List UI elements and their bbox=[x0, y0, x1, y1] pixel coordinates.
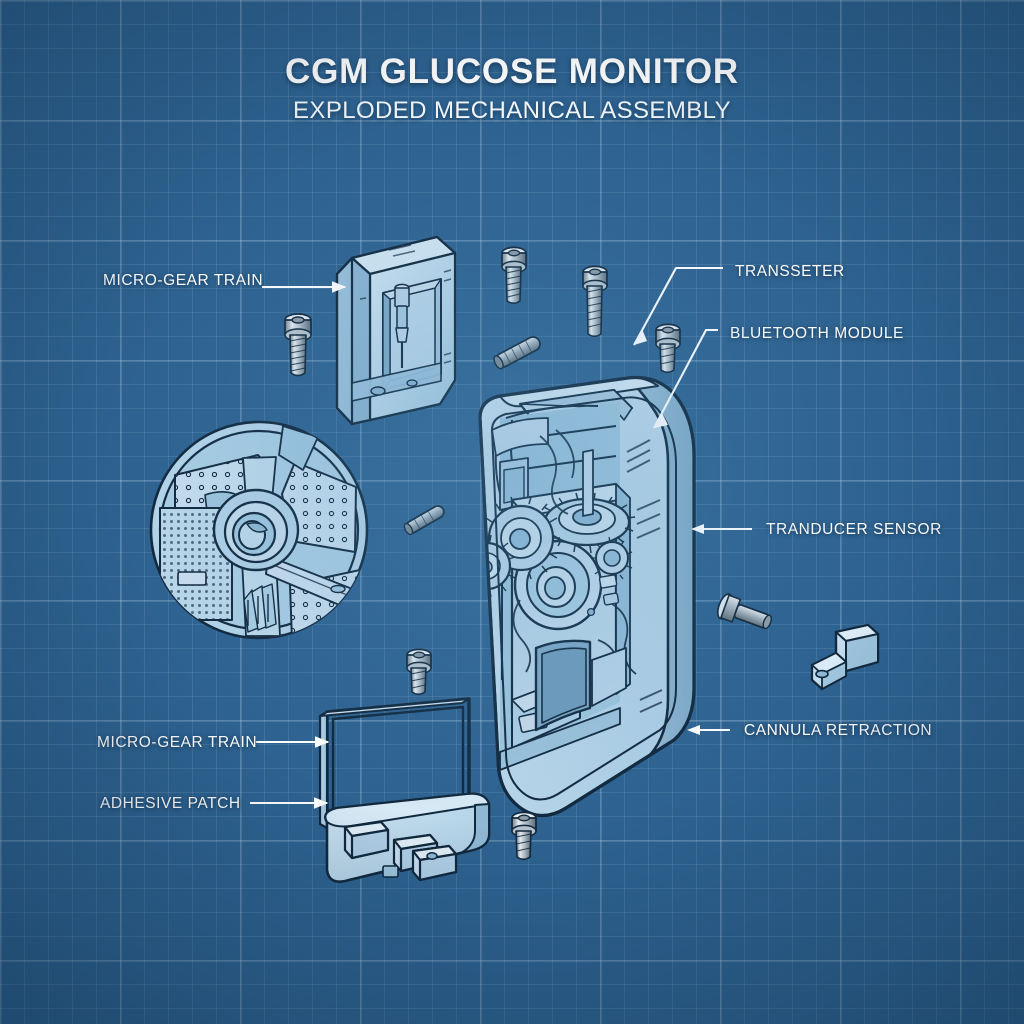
callout-micro-gear-train-bottom: MICRO-GEAR TRAIN bbox=[97, 734, 257, 752]
callout-cannula-retraction: CANNULA RETRACTION bbox=[744, 722, 932, 740]
callout-micro-gear-train-top: MICRO-GEAR TRAIN bbox=[103, 272, 263, 290]
callout-transseter: TRANSSETER bbox=[735, 263, 845, 281]
callout-tranducer-sensor: TRANDUCER SENSOR bbox=[766, 521, 942, 539]
callout-bluetooth-module: BLUETOOTH MODULE bbox=[730, 325, 904, 343]
callout-adhesive-patch: ADHESIVE PATCH bbox=[100, 795, 241, 813]
